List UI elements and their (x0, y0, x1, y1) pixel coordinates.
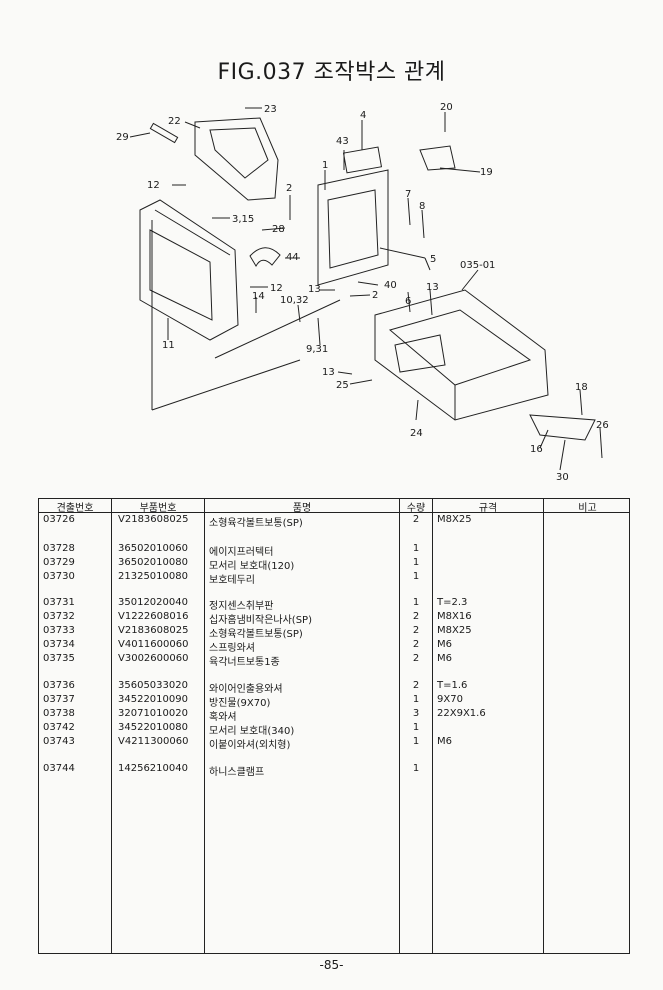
main-frame (374, 289, 549, 421)
table-row: 03728 36502010060 에이지프러텍터 1 (43, 543, 420, 558)
header-name: 품명 (292, 503, 312, 514)
table-row: 03733 V2183608025 소형육각볼트보통(SP) 2 M8X25 (43, 625, 472, 640)
callout-28: 28 (272, 224, 285, 235)
table-row: 03734 V4011600060 스프링와셔 2 M6 (43, 639, 452, 654)
callout-10-32: 10,32 (280, 295, 309, 306)
callout-16: 16 (530, 444, 543, 455)
bracket (529, 414, 596, 441)
table-row: 03743 V4211300060 이붙이와셔(외치형) 1 M6 (43, 736, 452, 751)
callout-25: 25 (336, 380, 349, 391)
callout-30: 30 (556, 472, 569, 483)
control-box-front (139, 199, 239, 341)
table-row: 03730 21325010080 보호테두리 1 (43, 571, 420, 586)
callout-26: 26 (596, 420, 609, 431)
callout-13a: 13 (426, 282, 439, 293)
table-row: 03737 34522010090 방진물(9X70) 1 9X70 (43, 694, 463, 709)
callout-12a: 12 (147, 180, 160, 191)
callout-2a: 2 (286, 183, 292, 194)
callout-7: 7 (405, 189, 411, 200)
callout-43: 43 (336, 136, 349, 147)
callout-14: 14 (252, 291, 265, 302)
callout-11: 11 (162, 340, 175, 351)
callout-5: 5 (430, 254, 436, 265)
cover-plate (194, 117, 279, 201)
figure-title: FIG.037 조작박스 관계 (217, 60, 446, 85)
callout-6: 6 (405, 296, 411, 307)
callout-1: 1 (322, 160, 328, 171)
header-note: 비고 (578, 503, 597, 514)
callout-12b: 12 (270, 283, 283, 294)
table-row: 03735 V3002600060 육각너트보통1종 2 M6 (43, 653, 452, 668)
clamp-44 (249, 247, 281, 268)
callout-19: 19 (480, 167, 493, 178)
table-row: 03744 14256210040 하니스클램프 1 (43, 763, 420, 778)
callout-8: 8 (419, 201, 425, 212)
pad-29 (149, 122, 179, 144)
callout-40: 40 (384, 280, 397, 291)
parts-table: 견출번호 부품번호 품명 수량 규격 비고 03726 V2183608025 … (38, 498, 630, 954)
table-row: 03738 32071010020 혹와셔 3 22X9X1.6 (43, 708, 486, 723)
protector-4 (342, 146, 383, 174)
callout-9-31: 9,31 (306, 344, 328, 355)
callout-3-15: 3,15 (232, 214, 254, 225)
callout-13c: 13 (322, 367, 335, 378)
callout-13b: 13 (308, 284, 321, 295)
callout-20: 20 (440, 102, 453, 113)
table-row: 03731 35012020040 정지센스취부판 1 T=2.3 (43, 597, 468, 612)
table-row: 03732 V1222608016 십자홈냄비작은나사(SP) 2 M8X16 (43, 611, 472, 626)
callout-24: 24 (410, 428, 423, 439)
table-row: 03742 34522010080 모서리 보호대(340) 1 (43, 722, 420, 737)
callout-29: 29 (116, 132, 129, 143)
header-qty: 수량 (406, 503, 426, 514)
table-row: 03726 V2183608025 소형육각볼트보통(SP) 2 M8X25 (43, 514, 472, 529)
callout-23: 23 (264, 104, 277, 115)
callout-44: 44 (286, 252, 299, 263)
callout-4: 4 (360, 110, 366, 121)
bracket-19 (419, 145, 456, 171)
callout-2b: 2 (372, 290, 378, 301)
header-spec: 규격 (478, 503, 498, 514)
callout-035-01: 035-01 (460, 260, 495, 271)
rod-5 (379, 247, 426, 259)
page-number: -85- (319, 958, 344, 972)
exploded-parts-diagram: 23 22 29 20 43 4 1 12 2 3,15 28 19 7 8 4… (116, 102, 609, 483)
header-part: 부품번호 (139, 503, 177, 514)
callout-22: 22 (168, 116, 181, 127)
table-row: 03736 35605033020 와이어인출용와셔 2 T=1.6 (43, 680, 468, 695)
header-code: 견출번호 (56, 503, 94, 514)
table-row: 03729 36502010080 모서리 보호대(120) 1 (43, 557, 420, 572)
callout-18: 18 (575, 382, 588, 393)
table-header: 견출번호 부품번호 품명 수량 규격 비고 (39, 499, 629, 514)
side-panel (317, 169, 389, 286)
